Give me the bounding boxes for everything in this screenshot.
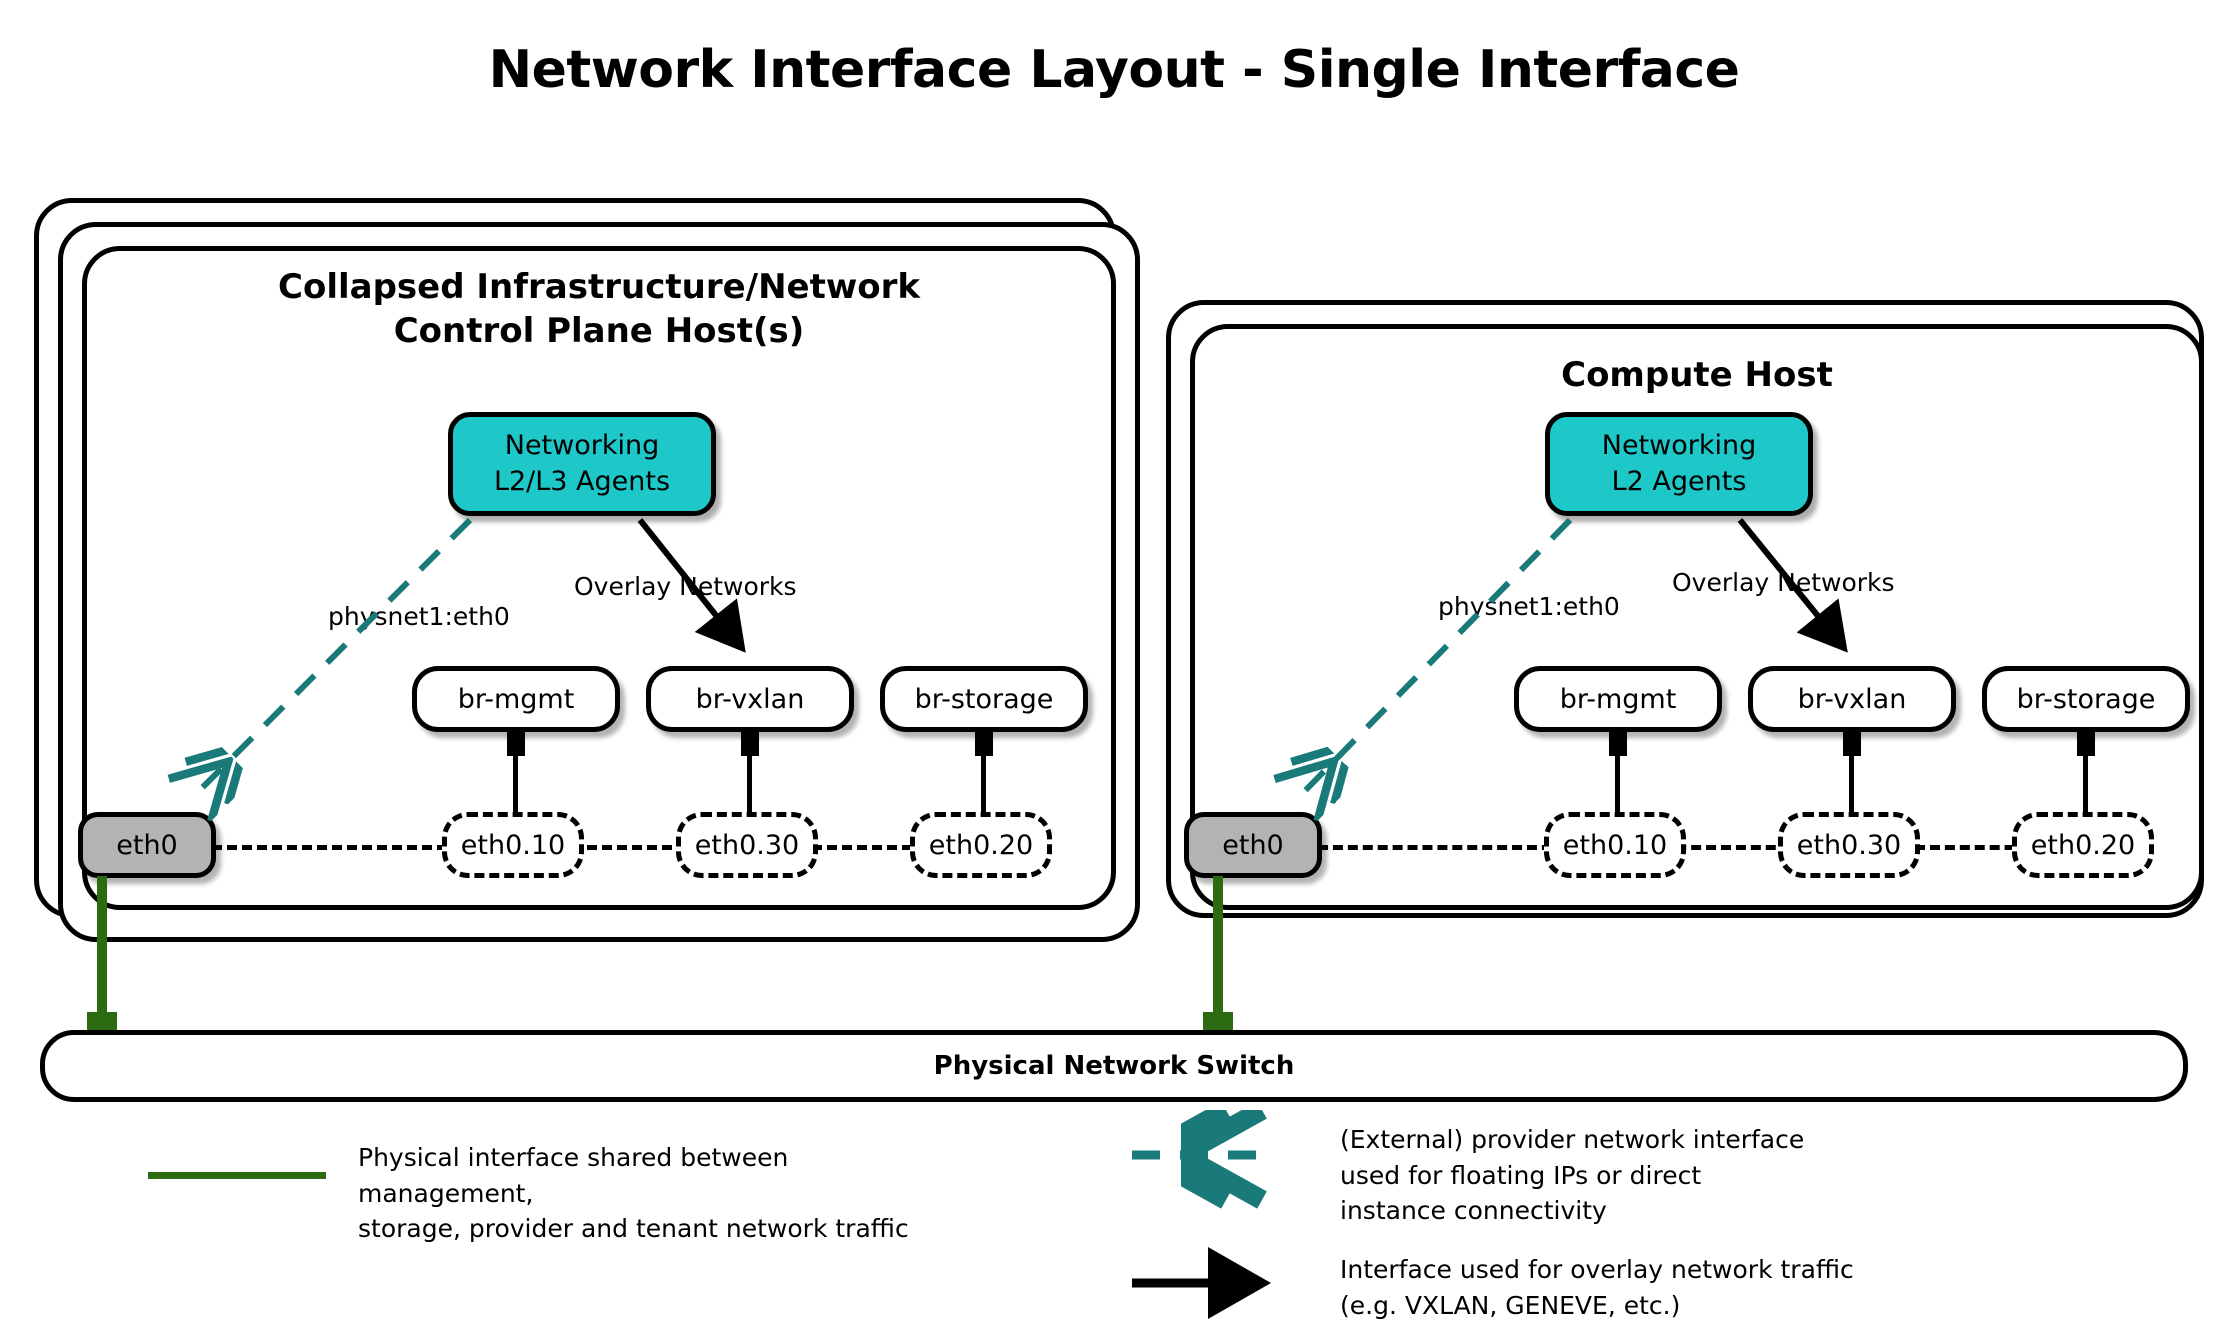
bridge-label: br-storage: [914, 683, 1054, 715]
port-stub-br-storage: [2077, 730, 2095, 756]
vlan-label: eth0.30: [694, 829, 800, 861]
bridge-label: br-mgmt: [457, 683, 575, 715]
compute-vlan-eth0-20[interactable]: eth0.20: [2012, 812, 2154, 878]
vlan-label: eth0.20: [928, 829, 1034, 861]
control-plane-vlan-bus: [212, 845, 1032, 850]
port-stub-br-vxlan: [1843, 730, 1861, 756]
compute-physical-nic-eth0[interactable]: eth0: [1184, 812, 1322, 878]
control-plane-provider-edge-label: physnet1:eth0: [328, 602, 510, 631]
control-plane-overlay-edge-label: Overlay Networks: [574, 572, 797, 601]
agent-label-line-2: L2 Agents: [1611, 466, 1747, 497]
bridge-label: br-storage: [2016, 683, 2156, 715]
port-line-br-mgmt: [1615, 754, 1620, 820]
port-line-br-vxlan: [1849, 754, 1854, 820]
control-plane-bridge-br-storage[interactable]: br-storage: [880, 666, 1088, 732]
vlan-label: eth0.10: [460, 829, 566, 861]
bridge-label: br-vxlan: [1797, 683, 1907, 715]
compute-bridge-br-storage[interactable]: br-storage: [1982, 666, 2190, 732]
compute-physical-uplink: [1213, 876, 1223, 1024]
compute-bridge-br-vxlan[interactable]: br-vxlan: [1748, 666, 1956, 732]
compute-bridge-br-mgmt[interactable]: br-mgmt: [1514, 666, 1722, 732]
port-stub-br-mgmt: [1609, 730, 1627, 756]
legend-physical-text: Physical interface shared between manage…: [358, 1143, 909, 1243]
compute-networking-agents-node[interactable]: Networking L2 Agents: [1545, 412, 1813, 516]
control-plane-physical-uplink: [97, 876, 107, 1024]
compute-vlan-eth0-30[interactable]: eth0.30: [1778, 812, 1920, 878]
nic-label: eth0: [1222, 829, 1284, 861]
legend-provider-text: (External) provider network interface us…: [1340, 1125, 1805, 1225]
port-stub-br-storage: [975, 730, 993, 756]
port-line-br-storage: [2083, 754, 2088, 820]
port-stub-br-vxlan: [741, 730, 759, 756]
bridge-label: br-vxlan: [695, 683, 805, 715]
control-plane-vlan-eth0-10[interactable]: eth0.10: [442, 812, 584, 878]
port-line-br-mgmt: [513, 754, 518, 820]
vlan-label: eth0.10: [1562, 829, 1668, 861]
control-plane-networking-agents-node[interactable]: Networking L2/L3 Agents: [448, 412, 716, 516]
physical-network-switch-label: Physical Network Switch: [933, 1051, 1295, 1081]
port-line-br-storage: [981, 754, 986, 820]
control-plane-physical-nic-eth0[interactable]: eth0: [78, 812, 216, 878]
agent-label-line-1: Networking: [504, 430, 660, 462]
compute-overlay-edge-label: Overlay Networks: [1672, 568, 1895, 597]
port-stub-br-mgmt: [507, 730, 525, 756]
control-plane-bridge-br-mgmt[interactable]: br-mgmt: [412, 666, 620, 732]
control-plane-bridge-br-vxlan[interactable]: br-vxlan: [646, 666, 854, 732]
bridge-label: br-mgmt: [1559, 683, 1677, 715]
compute-provider-edge-label: physnet1:eth0: [1438, 592, 1620, 621]
legend-overlay-text: Interface used for overlay network traff…: [1340, 1255, 1854, 1320]
page-title: Network Interface Layout - Single Interf…: [488, 40, 1740, 100]
control-plane-host-title: Collapsed Infrastructure/Network Control…: [278, 267, 920, 351]
vlan-label: eth0.20: [2030, 829, 2136, 861]
vlan-label: eth0.30: [1796, 829, 1902, 861]
compute-vlan-bus: [1318, 845, 2134, 850]
compute-host-title: Compute Host: [1561, 355, 1833, 395]
legend-physical-marker-icon: [148, 1172, 326, 1179]
physical-network-switch[interactable]: Physical Network Switch: [40, 1030, 2188, 1102]
control-plane-vlan-eth0-30[interactable]: eth0.30: [676, 812, 818, 878]
port-line-br-vxlan: [747, 754, 752, 820]
agent-label-line-2: L2/L3 Agents: [493, 466, 671, 497]
nic-label: eth0: [116, 829, 178, 861]
compute-vlan-eth0-10[interactable]: eth0.10: [1544, 812, 1686, 878]
agent-label-line-1: Networking: [1601, 430, 1757, 462]
control-plane-vlan-eth0-20[interactable]: eth0.20: [910, 812, 1052, 878]
